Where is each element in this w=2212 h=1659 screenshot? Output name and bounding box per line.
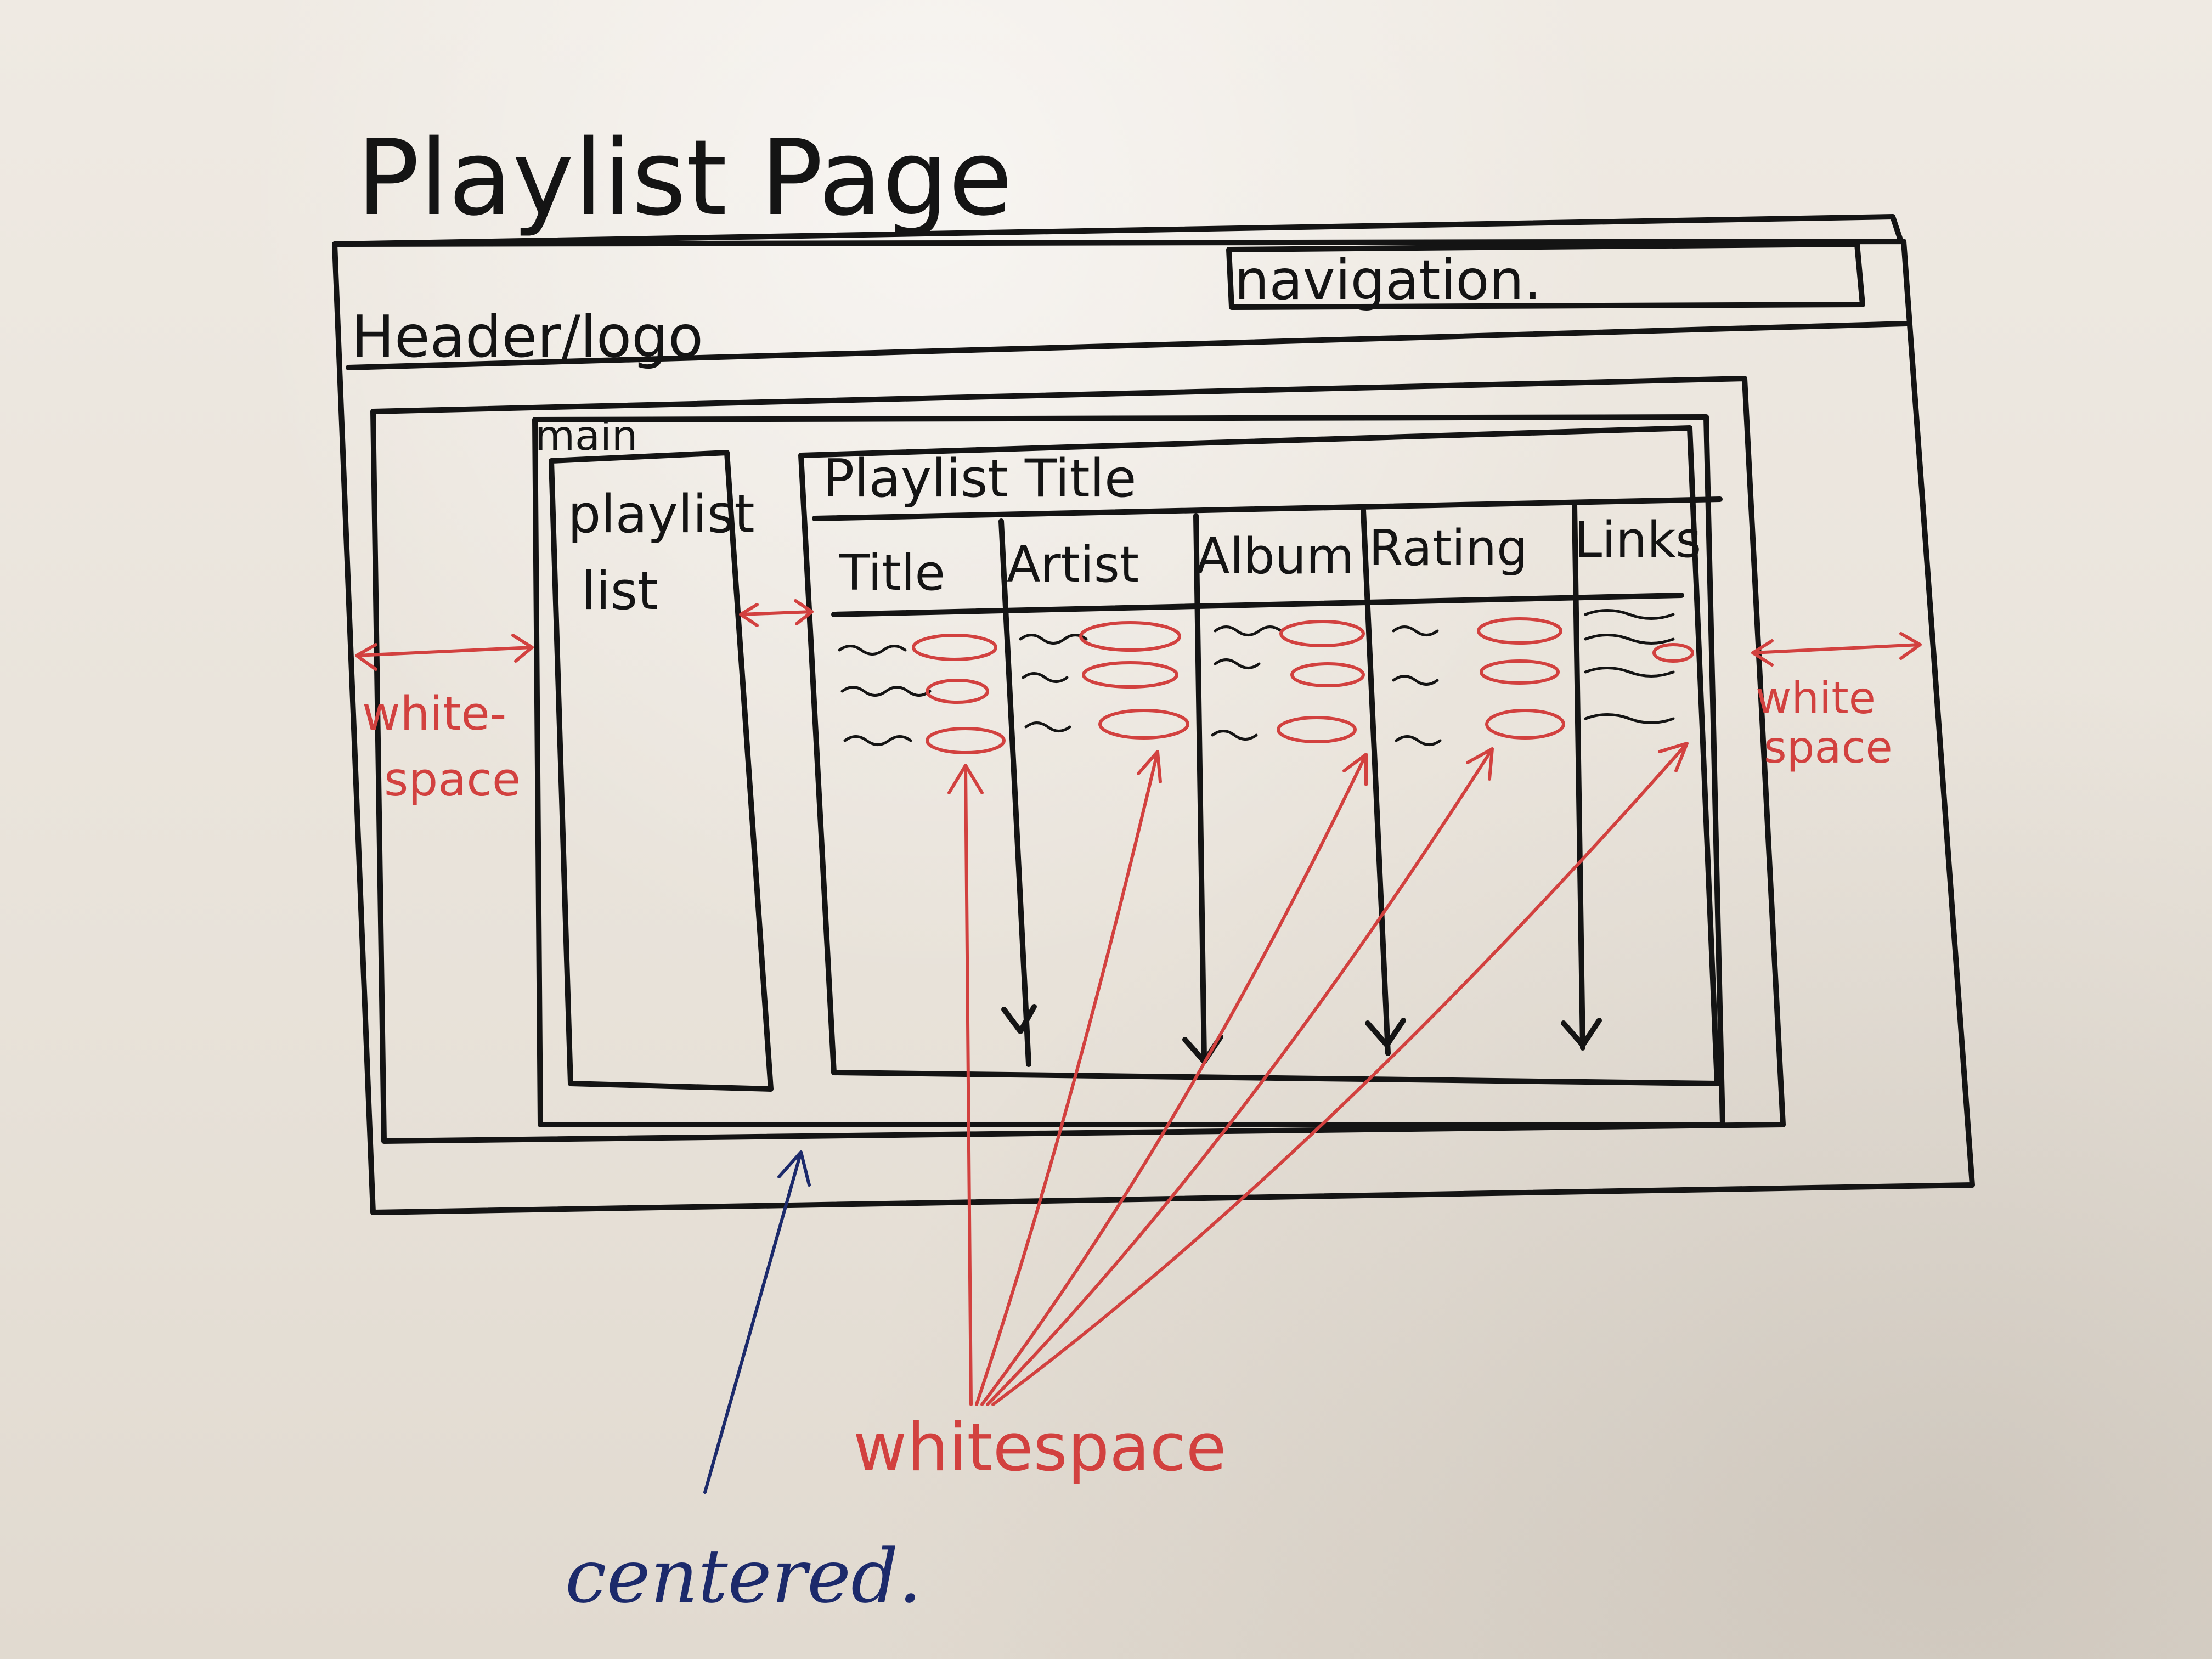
centered-annotation: centered. xyxy=(565,1150,922,1620)
placeholder-rows xyxy=(838,609,1675,746)
main-label: main xyxy=(535,411,637,460)
whitespace-right-line1: white xyxy=(1756,673,1876,724)
whitespace-left-line1: white- xyxy=(362,687,506,741)
column-header-rating: Rating xyxy=(1369,520,1528,577)
column-header-album: Album xyxy=(1196,528,1354,585)
navigation-box: navigation. xyxy=(1226,241,1865,312)
double-arrow-icon xyxy=(1751,632,1922,667)
page-frame xyxy=(332,214,1975,1215)
whitespace-right-line2: space xyxy=(1764,722,1893,773)
navigation-label: navigation. xyxy=(1234,248,1542,312)
column-divider xyxy=(1572,502,1585,1051)
double-arrow-icon xyxy=(355,634,534,671)
playlist-title: Playlist Title xyxy=(823,449,1136,509)
double-arrow-icon xyxy=(739,599,814,627)
header-logo-label: Header/logo xyxy=(351,303,703,370)
column-divider xyxy=(1193,513,1207,1062)
sidebar-label-line2: list xyxy=(582,561,658,622)
down-arrow-icon xyxy=(1365,1018,1406,1048)
column-header-artist: Artist xyxy=(1007,536,1139,594)
main-box: main xyxy=(532,411,1725,1127)
header-underline xyxy=(831,592,1684,617)
whitespace-left-line2: space xyxy=(384,753,521,807)
page-title: Playlist Page xyxy=(357,117,1013,239)
column-divider xyxy=(1361,507,1391,1056)
whitespace-bottom-label: whitespace xyxy=(853,1410,1226,1486)
down-arrow-icon xyxy=(1561,1018,1602,1048)
column-header-links: Links xyxy=(1575,511,1701,569)
header-divider xyxy=(346,321,1909,370)
whitespace-annotations: white- space white space whitespace xyxy=(355,599,1922,1486)
column-header-title: Title xyxy=(839,544,945,602)
sidebar-label-line1: playlist xyxy=(568,484,755,545)
content-wrapper xyxy=(370,376,1786,1144)
playlist-list-sidebar: playlist list xyxy=(549,450,774,1092)
column-divider xyxy=(998,518,1031,1067)
whitespace-highlight-ovals xyxy=(912,617,1694,754)
playlist-table: Playlist Title Title Artist Album Rating… xyxy=(798,425,1723,1086)
title-divider xyxy=(812,496,1723,521)
centered-label: centered. xyxy=(565,1533,922,1620)
down-arrow-icon xyxy=(1001,1004,1037,1034)
up-arrow-icon xyxy=(703,1150,811,1494)
